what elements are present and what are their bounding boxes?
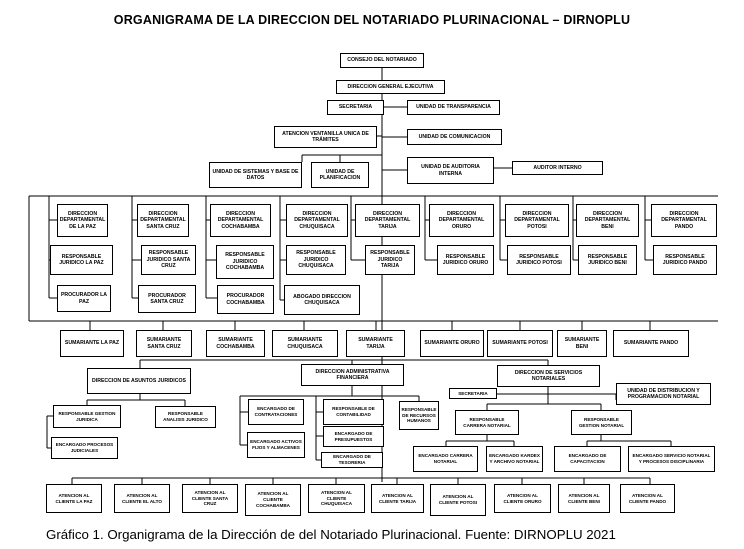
org-box-asuntos-juridicos: DIRECCION DE ASUNTOS JURIDICOS <box>87 368 191 394</box>
org-box-dd-chuquisaca: DIRECCION DEPARTAMENTAL CHUQUISACA <box>286 204 348 237</box>
org-box-contrataciones: ENCARGADO DE CONTRATACIONES <box>248 399 304 425</box>
org-box-at-oruro: ATENCION AL CLIENTE ORURO <box>494 484 551 513</box>
org-box-dd-pando: DIRECCION DEPARTAMENTAL PANDO <box>651 204 717 237</box>
figure-caption: Gráfico 1. Organigrama de la Dirección d… <box>46 527 616 542</box>
org-box-at-beni: ATENCION AL CLIENTE BENI <box>558 484 610 513</box>
org-box-proc-lapaz: PROCURADOR LA PAZ <box>57 285 111 312</box>
org-box-recursos-humanos: RESPONSABLE DE RECURSOS HUMANOS <box>399 401 439 430</box>
org-box-secretaria2: SECRETARIA <box>449 388 497 399</box>
org-box-dd-santacruz: DIRECCION DEPARTAMENTAL SANTA CRUZ <box>137 204 189 237</box>
org-box-rj-pando: RESPONSABLE JURIDICO PANDO <box>653 245 717 275</box>
org-box-proc-cochabamba: PROCURADOR COCHABAMBA <box>217 285 274 314</box>
org-box-sum-oruro: SUMARIANTE ORURO <box>420 330 484 357</box>
org-box-consejo: CONSEJO DEL NOTARIADO <box>340 53 424 68</box>
org-box-rj-lapaz: RESPONSABLE JURIDICO LA PAZ <box>50 245 113 275</box>
org-box-sum-lapaz: SUMARIANTE LA PAZ <box>60 330 124 357</box>
org-box-rj-oruro: RESPONSABLE JURIDICO ORURO <box>437 245 494 275</box>
org-box-distribucion: UNIDAD DE DISTRIBUCION Y PROGRAMACION NO… <box>616 383 711 405</box>
chart-title: ORGANIGRAMA DE LA DIRECCION DEL NOTARIAD… <box>113 13 631 27</box>
org-box-enc-capacitacion: ENCARGADO DE CAPACITACION <box>554 446 621 472</box>
org-box-carrera-notarial: RESPONSABLE CARRERA NOTARIAL <box>455 410 519 435</box>
org-box-at-santacruz: ATENCION AL CLIENTE SANTA CRUZ <box>182 484 238 513</box>
org-box-procesos-judiciales: ENCARGADO PROCESOS JUDICIALES <box>51 437 118 459</box>
org-box-dd-cochabamba: DIRECCION DEPARTAMENTAL COCHABAMBA <box>210 204 271 237</box>
org-box-dd-potosi: DIRECCION DEPARTAMENTAL POTOSI <box>505 204 569 237</box>
org-box-transparencia: UNIDAD DE TRANSPARENCIA <box>407 100 500 115</box>
org-box-administrativa: DIRECCION ADMINISTRATIVA FINANCIERA <box>301 364 404 386</box>
org-box-gestion-juridica: RESPONSABLE GESTION JURIDICA <box>53 405 121 428</box>
org-box-rj-chuquisaca: RESPONSABLE JURIDICO CHUQUISACA <box>286 245 346 275</box>
org-box-rj-santacruz: RESPONSABLE JURIDICO SANTA CRUZ <box>141 245 196 275</box>
org-box-contabilidad: RESPONSABLE DE CONTABILIDAD <box>323 399 384 425</box>
org-box-secretaria: SECRETARIA <box>327 100 384 115</box>
org-box-analisis-juridico: RESPONSABLE ANALISIS JURIDICO <box>155 406 216 428</box>
org-box-at-chuquisaca: ATENCION AL CLIENTE CHUQUISACA <box>308 484 365 513</box>
org-box-enc-carrera: ENCARGADO CARRERA NOTARIAL <box>413 446 478 472</box>
org-box-at-potosi: ATENCION AL CLIENTE POTOSI <box>430 484 486 516</box>
org-box-gestion-notarial: RESPONSABLE GESTION NOTARIAL <box>571 410 632 435</box>
org-box-direccion-general: DIRECCION GENERAL EJECUTIVA <box>336 80 445 94</box>
org-box-dd-oruro: DIRECCION DEPARTAMENTAL ORURO <box>429 204 494 237</box>
org-box-dd-beni: DIRECCION DEPARTAMENTAL BENI <box>576 204 639 237</box>
org-box-dd-lapaz: DIRECCION DEPARTAMENTAL DE LA PAZ <box>57 204 108 237</box>
org-box-at-pando: ATENCION AL CLIENTE PANDO <box>620 484 675 513</box>
org-box-auditoria: UNIDAD DE AUDITORIA INTERNA <box>407 157 494 184</box>
org-box-at-alto: ATENCION AL CLIENTE EL ALTO <box>114 484 170 513</box>
org-box-rj-cochabamba: RESPONSABLE JURIDICO COCHABAMBA <box>216 245 274 279</box>
org-box-comunicacion: UNIDAD DE COMUNICACION <box>407 129 502 145</box>
org-box-rj-potosi: RESPONSABLE JURIDICO POTOSI <box>507 245 571 275</box>
org-box-enc-servicio: ENCARGADO SERVICIO NOTARIAL Y PROCESOS D… <box>628 446 715 472</box>
org-box-sum-chuquisaca: SUMARIANTE CHUQUISACA <box>272 330 338 357</box>
org-box-ventanilla: ATENCION VENTANILLA UNICA DE TRÁMITES <box>274 126 377 148</box>
org-box-sum-beni: SUMARIANTE BENI <box>557 330 607 357</box>
org-box-sum-cochabamba: SUMARIANTE COCHABAMBA <box>206 330 265 357</box>
org-box-sistemas: UNIDAD DE SISTEMAS Y BASE DE DATOS <box>209 162 302 188</box>
org-box-abog-chuquisaca: ABOGADO DIRECCION CHUQUISACA <box>284 285 360 315</box>
org-box-planificacion: UNIDAD DE PLANIFICACION <box>311 162 369 188</box>
org-box-servicios-notariales: DIRECCION DE SERVICIOS NOTARIALES <box>497 365 600 387</box>
org-box-sum-pando: SUMARIANTE PANDO <box>613 330 689 357</box>
org-box-auditor: AUDITOR INTERNO <box>512 161 603 175</box>
org-box-rj-tarija: RESPONSABLE JURIDICO TARIJA <box>365 245 415 275</box>
org-box-at-cochabamba: ATENCION AL CLIENTE COCHABAMBA <box>245 484 301 516</box>
org-box-sum-potosi: SUMARIANTE POTOSI <box>487 330 553 357</box>
org-box-at-lapaz: ATENCION AL CLIENTE LA PAZ <box>46 484 102 513</box>
org-box-sum-tarija: SUMARIANTE TARIJA <box>346 330 405 357</box>
org-box-tesoreria: ENCARGADO DE TESORERIA <box>321 452 383 468</box>
org-box-enc-kardex: ENCARGADO KARDEX Y ARCHIVO NOTARIAL <box>486 446 543 472</box>
org-box-sum-santacruz: SUMARIANTE SANTA CRUZ <box>136 330 192 357</box>
org-box-proc-santacruz: PROCURADOR SANTA CRUZ <box>138 285 196 313</box>
org-box-activos: ENCARGADO ACTIVOS FIJOS Y ALMACENES <box>247 432 305 458</box>
org-box-dd-tarija: DIRECCION DEPARTAMENTAL TARIJA <box>355 204 420 237</box>
org-box-at-tarija: ATENCION AL CLIENTE TARIJA <box>371 484 424 513</box>
org-box-presupuestos: ENCARGADO DE PRESUPUESTOS <box>323 426 384 447</box>
org-box-rj-beni: RESPONSABLE JURIDICO BENI <box>578 245 637 275</box>
